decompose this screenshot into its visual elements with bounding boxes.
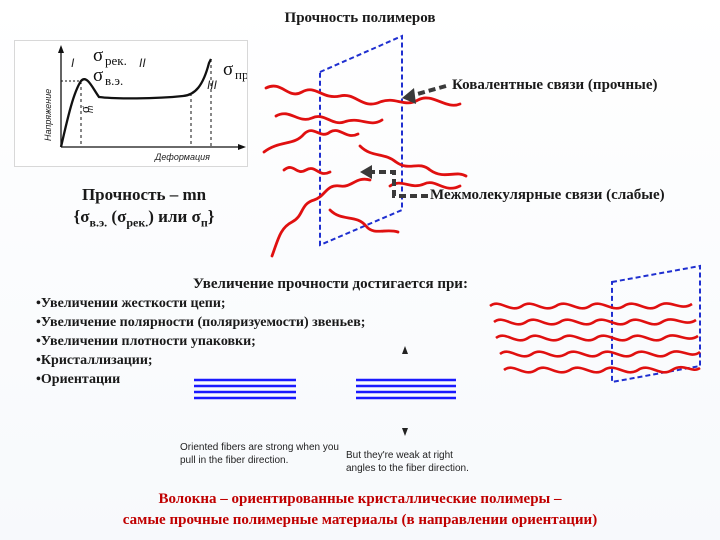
list-item: •Ориентации: [36, 370, 365, 389]
list-item: •Кристаллизации;: [36, 351, 365, 370]
arrow-up-icon: [402, 346, 408, 354]
arrow-down-icon: [402, 428, 408, 436]
conclusion-line-1: Волокна – ориентированные кристаллически…: [0, 489, 720, 510]
intermolecular-bonds-label: Межмолекулярные связи (слабые): [430, 187, 665, 204]
list-item: •Увеличении жесткости цепи;: [36, 294, 365, 313]
fiber-weak-caption: But they're weak at right angles to the …: [346, 449, 506, 475]
strength-factors-list: •Увеличении жесткости цепи; •Увеличение …: [36, 294, 365, 389]
covalent-arrow: [410, 86, 446, 96]
aligned-chains: [490, 303, 700, 372]
conclusion: Волокна – ориентированные кристаллически…: [0, 489, 720, 531]
covalent-bonds-label: Ковалентные связи (прочные): [452, 77, 658, 94]
conclusion-line-2: самые прочные полимерные материалы (в на…: [0, 510, 720, 531]
fiber-strong-caption: Oriented fibers are strong when you pull…: [180, 441, 340, 467]
increase-strength-heading: Увеличение прочности достигается при:: [193, 276, 468, 293]
oriented-fibers-right: [356, 380, 456, 398]
list-item: •Увеличение полярности (поляризуемости) …: [36, 313, 365, 332]
list-item: •Увеличении плотности упаковки;: [36, 332, 365, 351]
